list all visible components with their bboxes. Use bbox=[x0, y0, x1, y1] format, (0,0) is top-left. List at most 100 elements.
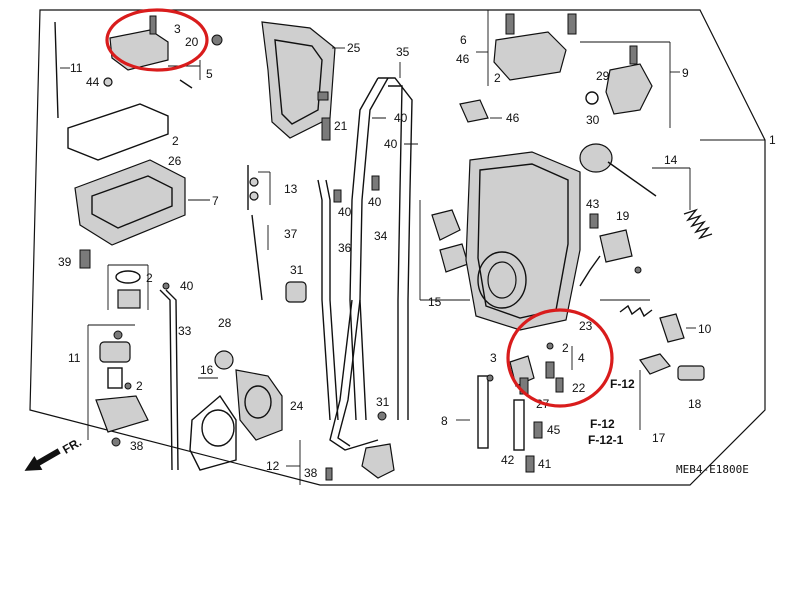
callout-14: 14 bbox=[664, 153, 678, 167]
highlight-float-valve bbox=[105, 8, 209, 72]
callout-4: 4 bbox=[578, 351, 585, 365]
float bbox=[109, 29, 169, 71]
callout-40-c: 40 bbox=[368, 195, 382, 209]
callout-40-left: 40 bbox=[180, 279, 194, 293]
small-screw bbox=[103, 77, 113, 87]
pilot-jet bbox=[545, 361, 555, 379]
idle-screw bbox=[677, 365, 705, 381]
throttle-drum bbox=[605, 63, 653, 115]
choke-spring bbox=[619, 304, 653, 318]
callout-20: 20 bbox=[185, 35, 199, 49]
choke-plunger bbox=[639, 353, 671, 375]
front-direction-arrow: FR. bbox=[24, 435, 84, 471]
callout-41: 41 bbox=[538, 457, 552, 471]
callout-2-pump: 2 bbox=[146, 271, 153, 285]
callout-35: 35 bbox=[396, 45, 410, 59]
callout-40-mid: 40 bbox=[338, 205, 352, 219]
float-bowl-gasket bbox=[67, 103, 169, 161]
throttle-link-rod bbox=[329, 299, 379, 451]
callout-46-mid: 46 bbox=[506, 111, 520, 125]
assembly-frame bbox=[29, 9, 766, 486]
callout-19: 19 bbox=[616, 209, 630, 223]
drain-bolt bbox=[79, 249, 91, 269]
callout-45: 45 bbox=[547, 423, 561, 437]
callout-1: 1 bbox=[769, 133, 776, 147]
callout-29: 29 bbox=[596, 69, 610, 83]
callout-38-bottom: 38 bbox=[304, 466, 318, 480]
callout-16: 16 bbox=[200, 363, 214, 377]
link-plate bbox=[459, 99, 489, 123]
throttle-valve-plate bbox=[579, 143, 613, 173]
callout-25: 25 bbox=[347, 41, 361, 55]
callout-18: 18 bbox=[688, 397, 702, 411]
callout-5: 5 bbox=[206, 67, 213, 81]
intake-gasket bbox=[189, 394, 237, 471]
insulator bbox=[235, 369, 283, 441]
callout-39: 39 bbox=[58, 255, 72, 269]
fig-ref-f12-a: F-12 bbox=[610, 377, 635, 391]
carburetor-body bbox=[465, 151, 581, 331]
callout-8: 8 bbox=[441, 414, 448, 428]
callout-11-top: 11 bbox=[70, 61, 83, 75]
callout-40-a: 40 bbox=[394, 111, 408, 125]
highlight-jet-group bbox=[506, 308, 614, 408]
jet-needle-holder bbox=[477, 375, 489, 449]
callout-43: 43 bbox=[586, 197, 600, 211]
hot-start-cap bbox=[214, 350, 234, 370]
callout-9: 9 bbox=[682, 66, 689, 80]
throttle-cover bbox=[493, 31, 567, 81]
callout-13: 13 bbox=[284, 182, 298, 196]
callout-37: 37 bbox=[284, 227, 298, 241]
diagram-code: MEB4-E1800E bbox=[676, 463, 749, 476]
callout-40-b: 40 bbox=[384, 137, 398, 151]
callout-28: 28 bbox=[218, 316, 232, 330]
valve-spring bbox=[683, 208, 713, 240]
pump-o-ring bbox=[115, 270, 141, 284]
callout-2-pump-lower: 2 bbox=[136, 379, 143, 393]
vent-hose-33 bbox=[159, 289, 173, 471]
callout-2-gasket: 2 bbox=[172, 134, 179, 148]
main-jet-holder bbox=[513, 399, 525, 451]
callout-23: 23 bbox=[579, 319, 593, 333]
callout-34: 34 bbox=[374, 229, 388, 243]
callout-30: 30 bbox=[586, 113, 600, 127]
callout-42: 42 bbox=[501, 453, 515, 467]
callout-24: 24 bbox=[290, 399, 304, 413]
fig-ref-f12-1: F-12-1 bbox=[588, 433, 624, 447]
callout-36: 36 bbox=[338, 241, 352, 255]
callout-2-top-cover: 2 bbox=[494, 71, 501, 85]
fuel-joint bbox=[659, 313, 685, 343]
callout-44: 44 bbox=[86, 75, 100, 89]
callout-7: 7 bbox=[212, 194, 219, 208]
throttle-sensor bbox=[599, 229, 633, 263]
callout-10: 10 bbox=[698, 322, 712, 336]
front-label: FR. bbox=[60, 435, 84, 457]
throttle-lever bbox=[361, 443, 395, 479]
pump-diaphragm bbox=[117, 289, 141, 309]
pump-spring bbox=[107, 367, 123, 389]
carburetor-bore bbox=[477, 251, 527, 309]
vent-hose-36 bbox=[317, 179, 331, 421]
callout-2-highlight: 2 bbox=[562, 341, 569, 355]
callout-15: 15 bbox=[428, 295, 442, 309]
fig-ref-f12-b: F-12 bbox=[590, 417, 615, 431]
callout-31-mid: 31 bbox=[290, 263, 304, 277]
callout-12: 12 bbox=[266, 459, 280, 473]
callout-3-highlight: 3 bbox=[490, 351, 497, 365]
callout-31-bottom: 31 bbox=[376, 395, 390, 409]
throttle-stop bbox=[285, 281, 307, 303]
pump-cover bbox=[95, 395, 149, 433]
callout-38-left: 38 bbox=[130, 439, 144, 453]
callout-22: 22 bbox=[572, 381, 586, 395]
callout-33: 33 bbox=[178, 324, 192, 338]
jet-needle bbox=[251, 214, 263, 301]
pilot-screw-rod bbox=[54, 21, 59, 119]
float-needle-valve bbox=[149, 15, 157, 35]
callout-11-bottom: 11 bbox=[68, 351, 81, 365]
pump-cover-upper bbox=[99, 341, 131, 363]
vent-hose-35 bbox=[349, 77, 379, 421]
callout-46-top: 46 bbox=[456, 52, 470, 66]
top-cover bbox=[261, 21, 336, 139]
callout-3-top: 3 bbox=[174, 22, 181, 36]
